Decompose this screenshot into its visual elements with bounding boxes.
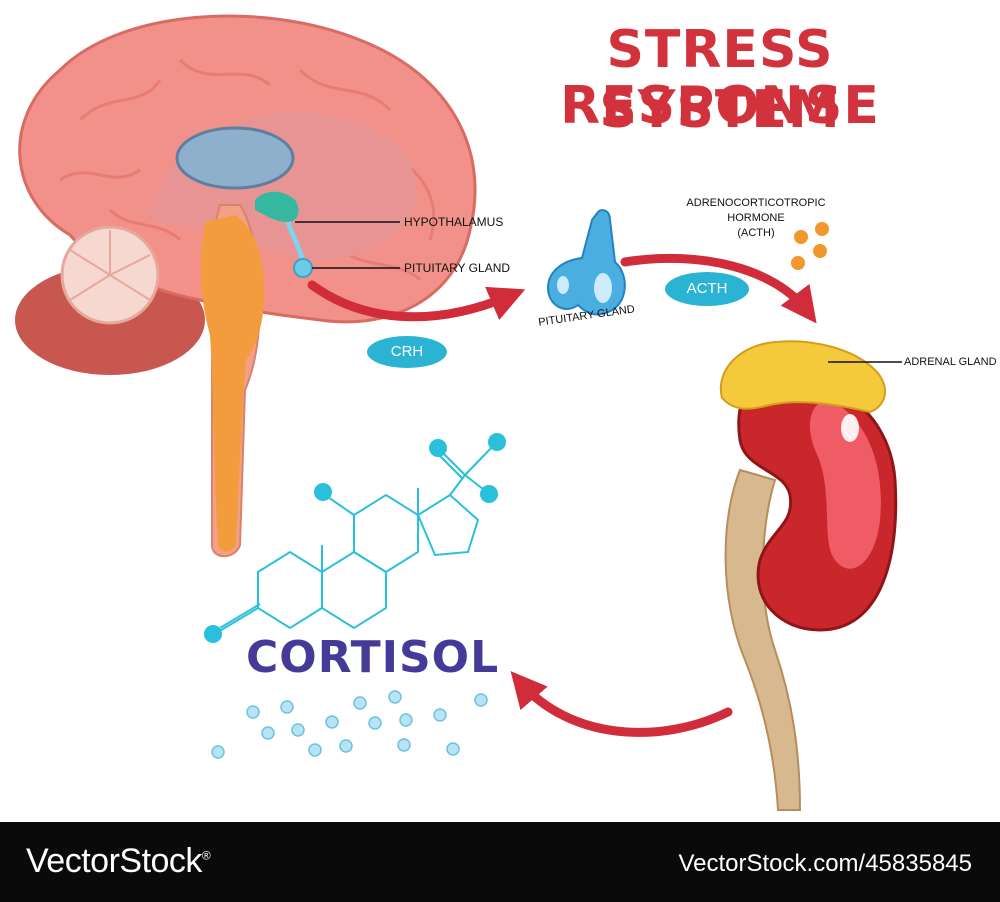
acth-badge: ACTH (665, 272, 749, 306)
brain-illustration (15, 14, 477, 558)
footer-bar: VectorStock® VectorStock.com/45835845 (0, 822, 1000, 902)
pituitary-gland-illustration (546, 209, 626, 316)
acth-full-line-1: ADRENOCORTICOTROPIC (686, 197, 826, 209)
arrow-brain-to-pituitary (307, 280, 526, 322)
title-line-2: SYSTEM (599, 80, 841, 140)
arrow-adrenal-to-cortisol (510, 671, 733, 737)
cortisol-molecule (217, 443, 496, 633)
acth-full-line-3: (ACTH) (737, 227, 775, 239)
registered-mark: ® (201, 848, 211, 863)
cortisol-label: CORTISOL (246, 632, 500, 683)
acth-full-line-2: HORMONE (727, 212, 785, 224)
acth-full-name-label: ADRENOCORTICOTROPIC HORMONE (ACTH) (666, 196, 846, 241)
title-line-1: STRESS RESPONSE (560, 20, 880, 136)
flow-arrows (307, 253, 817, 737)
adrenal-gland-label: ADRENAL GLAND (904, 356, 997, 368)
vectorstock-logo: VectorStock® (26, 842, 211, 881)
acth-molecules (791, 222, 829, 270)
crh-badge: CRH (367, 336, 447, 368)
arrow-pituitary-to-adrenal (620, 253, 817, 324)
kidney-adrenal-illustration (719, 340, 902, 811)
image-id: VectorStock.com/45835845 (678, 850, 972, 877)
cortisol-particles (211, 690, 488, 759)
pituitary-gland-label-brain: PITUITARY GLAND (404, 261, 511, 275)
brand-name: VectorStock (26, 842, 202, 880)
hypothalamus-label: HYPOTHALAMUS (404, 215, 504, 229)
cortisol-molecule-atoms (204, 433, 506, 643)
